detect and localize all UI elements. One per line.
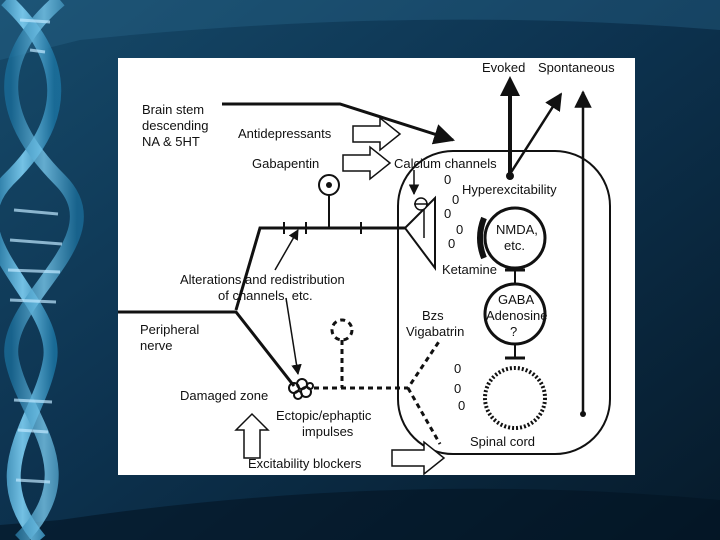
damaged-zone-icon — [288, 378, 314, 400]
spinal-cord-outline — [397, 150, 611, 455]
vesicles: 0 0 0 0 0 0 0 0 — [444, 172, 465, 413]
label-gabapentin: Gabapentin — [252, 156, 319, 171]
label-evoked: Evoked — [482, 60, 525, 75]
label-ectopic: Ectopic/ephaptic — [276, 408, 372, 423]
svg-text:0: 0 — [454, 381, 461, 396]
label-peripheral: Peripheral — [140, 322, 199, 337]
spontaneous-origin-dot — [580, 411, 586, 417]
svg-text:0: 0 — [454, 361, 461, 376]
label-spontaneous: Spontaneous — [538, 60, 615, 75]
label-antidepressants: Antidepressants — [238, 126, 332, 141]
spinal-neuron-dashed — [483, 366, 547, 430]
peripheral-nerve-fiber — [118, 310, 296, 387]
svg-text:0: 0 — [456, 222, 463, 237]
ectopic-dashed-pathway — [314, 318, 442, 445]
label-hyperexcitability: Hyperexcitability — [462, 182, 557, 197]
label-spinal-cord: Spinal cord — [470, 434, 535, 449]
svg-text:0: 0 — [452, 192, 459, 207]
label-gaba: GABA — [498, 292, 534, 307]
label-calcium-channels: Calcium channels — [394, 156, 497, 171]
evoked-branch-arrow — [508, 92, 563, 175]
label-nmda-etc: etc. — [504, 238, 525, 253]
label-brain-stem: Brain stem — [142, 102, 204, 117]
gabapentin-block-arrow-icon — [342, 145, 392, 181]
label-alterations-2: of channels, etc. — [218, 288, 313, 303]
dna-helix-icon — [0, 0, 84, 540]
brain-stem-pathway — [222, 102, 456, 145]
label-excitability-blockers: Excitability blockers — [248, 456, 362, 471]
label-vigabatrin: Vigabatrin — [406, 324, 464, 339]
svg-text:0: 0 — [448, 236, 455, 251]
primary-afferent-axon — [234, 226, 405, 311]
label-descending: descending — [142, 118, 209, 133]
label-alterations: Alterations and redistribution — [180, 272, 345, 287]
label-ketamine: Ketamine — [442, 262, 497, 277]
antidepressants-block-arrow-icon — [352, 116, 402, 152]
diagram-panel: 0 0 0 0 0 0 0 0 Evoked Spontaneous B — [118, 58, 635, 475]
pain-mechanism-diagram: 0 0 0 0 0 0 0 0 Evoked Spontaneous B — [118, 60, 615, 475]
svg-text:0: 0 — [458, 398, 465, 413]
svg-text:0: 0 — [444, 206, 451, 221]
presynaptic-terminal — [403, 195, 436, 271]
label-na-5ht: NA & 5HT — [142, 134, 200, 149]
label-bzs: Bzs — [422, 308, 444, 323]
label-impulses: impulses — [302, 424, 354, 439]
hyperexcitability-node — [506, 172, 514, 180]
label-adenosine: Adenosine — [486, 308, 547, 323]
svg-text:0: 0 — [444, 172, 451, 187]
label-nerve: nerve — [140, 338, 173, 353]
label-gaba-question: ? — [510, 324, 517, 339]
damaged-zone-up-arrow-icon — [234, 412, 270, 459]
label-damaged-zone: Damaged zone — [180, 388, 268, 403]
label-nmda: NMDA, — [496, 222, 538, 237]
excitability-blockers-block-arrow-icon — [391, 440, 446, 475]
